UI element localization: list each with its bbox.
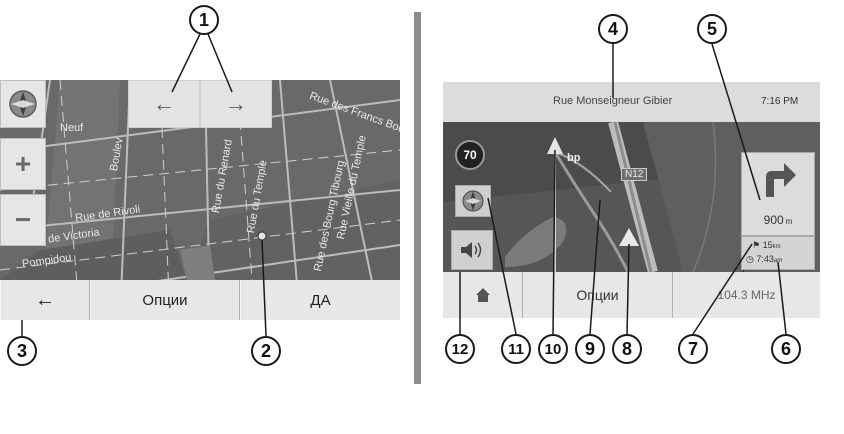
callout-9: 9 bbox=[575, 334, 605, 364]
callout-12: 12 bbox=[445, 334, 475, 364]
options-button[interactable]: Опции bbox=[523, 272, 673, 318]
clock-icon: ◷ bbox=[746, 254, 754, 264]
arrow-right-icon: → bbox=[225, 91, 247, 116]
options-button[interactable]: Опции bbox=[90, 280, 240, 320]
compass-icon bbox=[9, 90, 37, 118]
callout-3: 3 bbox=[7, 336, 37, 366]
street-name: Rue Monseigneur Gibier bbox=[553, 95, 673, 107]
speaker-icon bbox=[461, 242, 482, 258]
zoom-in-button[interactable]: + bbox=[0, 138, 46, 190]
turn-right-arrow-icon bbox=[766, 163, 796, 197]
turn-distance: 900 bbox=[763, 213, 784, 227]
radio-button[interactable]: 104.3 MHz bbox=[673, 272, 820, 318]
panel-divider bbox=[414, 12, 421, 384]
home-button[interactable] bbox=[443, 272, 523, 318]
turn-distance-unit: m bbox=[785, 217, 793, 226]
remaining-distance-unit: km bbox=[772, 244, 781, 250]
callout-2: 2 bbox=[251, 336, 281, 366]
arrow-left-icon: ← bbox=[153, 91, 175, 116]
compass-button[interactable] bbox=[455, 185, 491, 217]
road-label: N12 bbox=[621, 168, 648, 181]
callout-8: 8 bbox=[612, 334, 642, 364]
navigation-view-right[interactable]: Rue Monseigneur Gibier 7:16 PM 70 bp N12… bbox=[443, 82, 820, 318]
scroll-left-button[interactable]: ← bbox=[128, 80, 200, 128]
callout-7: 7 bbox=[678, 334, 708, 364]
volume-button[interactable] bbox=[451, 230, 493, 270]
callout-6: 6 bbox=[771, 334, 801, 364]
zoom-out-button[interactable]: − bbox=[0, 194, 46, 246]
compass-icon bbox=[462, 190, 484, 212]
arrival-time-unit: am bbox=[773, 258, 783, 264]
poi-label: bp bbox=[567, 152, 581, 164]
arrival-time: 7:43 bbox=[756, 254, 774, 264]
trip-info-panel: ⚑ 15km ◷ 7:43am bbox=[741, 236, 815, 270]
back-button[interactable]: ← bbox=[0, 280, 90, 320]
flag-icon: ⚑ bbox=[752, 240, 761, 250]
callout-11: 11 bbox=[501, 334, 531, 364]
scroll-right-button[interactable]: → bbox=[200, 80, 272, 128]
callout-4: 4 bbox=[598, 14, 628, 44]
callout-5: 5 bbox=[697, 14, 727, 44]
remaining-distance: 15 bbox=[762, 240, 773, 250]
speed-limit-sign: 70 bbox=[455, 140, 485, 170]
home-icon bbox=[475, 288, 490, 302]
callout-1: 1 bbox=[189, 5, 219, 35]
callout-10: 10 bbox=[538, 334, 568, 364]
confirm-button[interactable]: ДА bbox=[240, 280, 400, 320]
bottom-bar-left: ← Опции ДА bbox=[0, 280, 400, 320]
clock: 7:16 PM bbox=[761, 96, 799, 107]
compass-button[interactable] bbox=[0, 80, 46, 128]
street-label: Neuf bbox=[60, 122, 84, 134]
